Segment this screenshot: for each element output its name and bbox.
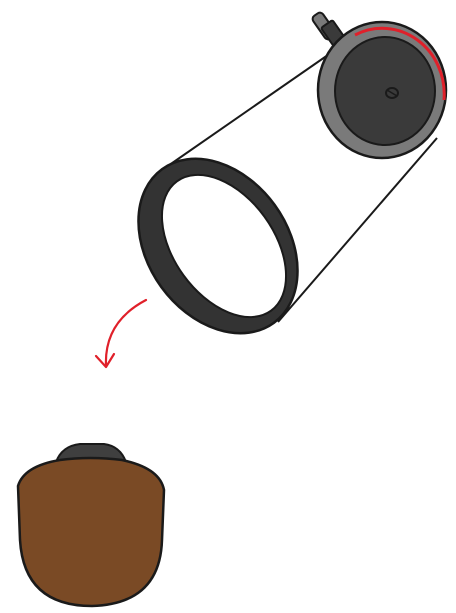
cone-beam-icon	[164, 47, 438, 323]
floor-mat-icon	[16, 443, 166, 608]
belt-ring-icon	[137, 157, 299, 335]
curved-arrow-icon	[94, 298, 148, 369]
motor-unit-icon	[311, 11, 448, 160]
